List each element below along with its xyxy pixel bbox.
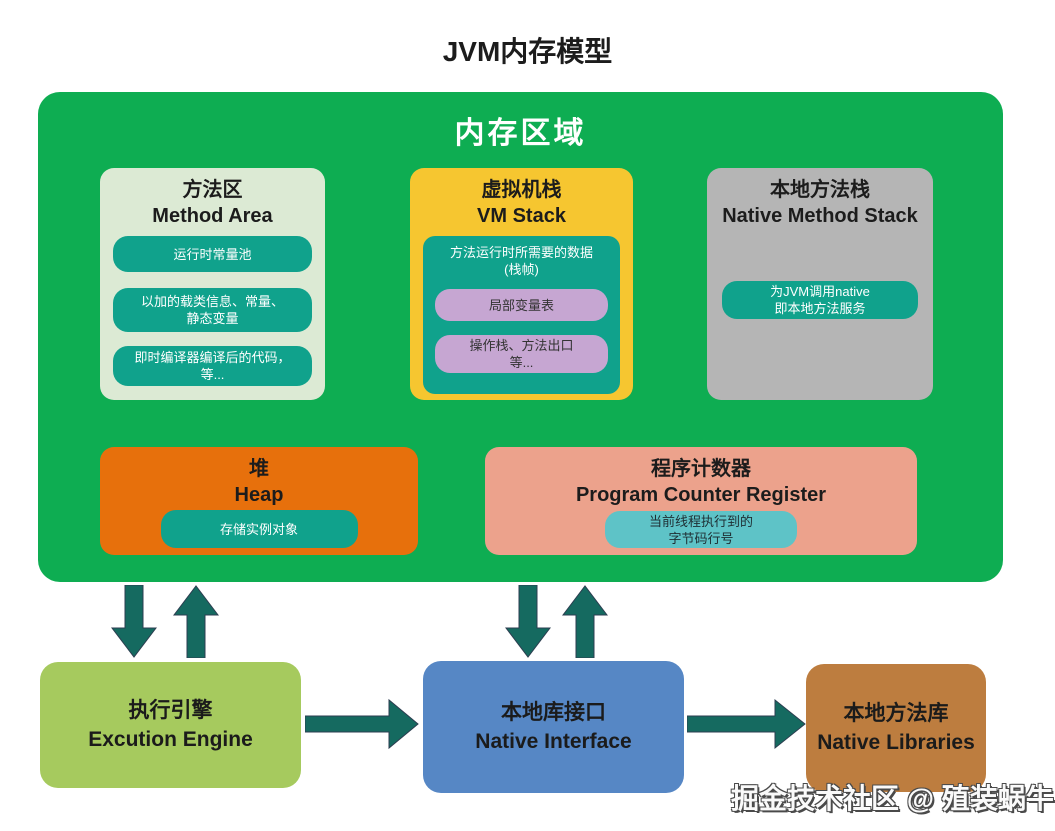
native-method-stack-item: 为JVM调用native 即本地方法服务	[722, 281, 918, 319]
heap-title: 堆 Heap	[100, 447, 418, 508]
page-title: JVM内存模型	[442, 36, 613, 67]
pill-line: 等...	[200, 367, 225, 382]
program-counter-box: 程序计数器 Program Counter Register 当前线程执行到的 …	[485, 447, 917, 555]
vm-stack-item-local-variables: 局部变量表	[435, 289, 608, 321]
vm-stack-box: 虚拟机栈 VM Stack 方法运行时所需要的数据 (栈帧) 局部变量表 操作栈…	[410, 168, 633, 400]
program-counter-item: 当前线程执行到的 字节码行号	[605, 511, 797, 548]
pill-line: 字节码行号	[668, 530, 734, 546]
program-counter-title-zh: 程序计数器	[651, 458, 751, 480]
native-interface-title-zh: 本地库接口	[501, 701, 606, 724]
vm-stack-title-en: VM Stack	[477, 205, 566, 227]
pill-line: 等...	[509, 355, 534, 370]
pill-line: 存储实例对象	[219, 521, 298, 537]
native-interface-box: 本地库接口 Native Interface	[423, 661, 684, 793]
arrow-right-icon	[305, 698, 419, 750]
pill-line: 局部变量表	[488, 297, 554, 313]
pill-line: 静态变量	[186, 311, 239, 326]
native-libraries-box: 本地方法库 Native Libraries	[806, 664, 986, 792]
program-counter-title: 程序计数器 Program Counter Register	[485, 447, 917, 508]
vm-stack-title: 虚拟机栈 VM Stack	[410, 168, 633, 229]
pill-line: 操作栈、方法出口	[469, 338, 574, 353]
method-area-box: 方法区 Method Area 运行时常量池 以加的载类信息、常量、 静态变量 …	[100, 168, 325, 400]
native-method-stack-title-en: Native Method Stack	[722, 205, 918, 227]
arrow-up-icon	[562, 585, 608, 658]
heap-title-en: Heap	[234, 484, 284, 506]
native-libraries-title-en: Native Libraries	[817, 731, 975, 754]
frame-note-line: (栈帧)	[504, 262, 539, 277]
pill-line: 以加的载类信息、常量、	[140, 294, 284, 309]
frame-note-line: 方法运行时所需要的数据	[449, 245, 593, 260]
pill-line: 为JVM调用native	[770, 284, 870, 299]
execution-engine-title-en: Excution Engine	[88, 728, 253, 751]
method-area-title-en: Method Area	[152, 205, 273, 227]
native-libraries-title-zh: 本地方法库	[843, 702, 949, 725]
memory-region-title: 内存区域	[454, 117, 587, 150]
arrow-right-icon	[687, 698, 806, 750]
native-method-stack-title: 本地方法栈 Native Method Stack	[707, 168, 933, 229]
vm-stack-item-operand-stack: 操作栈、方法出口 等...	[435, 335, 608, 373]
heap-title-zh: 堆	[249, 458, 269, 480]
native-interface-title-en: Native Interface	[475, 730, 632, 753]
heap-box: 堆 Heap 存储实例对象	[100, 447, 418, 555]
heap-item-instances: 存储实例对象	[160, 510, 358, 548]
pill-line: 当前线程执行到的	[648, 513, 753, 529]
arrow-up-icon	[173, 585, 219, 658]
pill-line: 即时编译器编译后的代码，	[134, 350, 291, 365]
vm-stack-title-zh: 虚拟机栈	[481, 179, 562, 201]
execution-engine-box: 执行引擎 Excution Engine	[40, 662, 301, 788]
method-area-title-zh: 方法区	[182, 179, 243, 201]
method-area-item-class-info: 以加的载类信息、常量、 静态变量	[113, 288, 312, 332]
program-counter-title-en: Program Counter Register	[575, 484, 827, 506]
pill-line: 即本地方法服务	[774, 301, 866, 316]
pill-line: 运行时常量池	[173, 246, 252, 262]
native-method-stack-title-zh: 本地方法栈	[770, 179, 870, 201]
vm-stack-frame-panel: 方法运行时所需要的数据 (栈帧) 局部变量表 操作栈、方法出口 等...	[423, 236, 620, 394]
arrow-down-icon	[505, 585, 551, 658]
method-area-item-jit-code: 即时编译器编译后的代码， 等...	[113, 346, 312, 386]
method-area-title: 方法区 Method Area	[100, 168, 325, 229]
method-area-item-runtime-constant-pool: 运行时常量池	[113, 236, 312, 272]
native-method-stack-box: 本地方法栈 Native Method Stack 为JVM调用native 即…	[707, 168, 933, 400]
execution-engine-title-zh: 执行引擎	[128, 699, 213, 722]
watermark: 掘金技术社区 @ 殖装蜗牛	[731, 783, 1054, 814]
arrow-down-icon	[111, 585, 157, 658]
